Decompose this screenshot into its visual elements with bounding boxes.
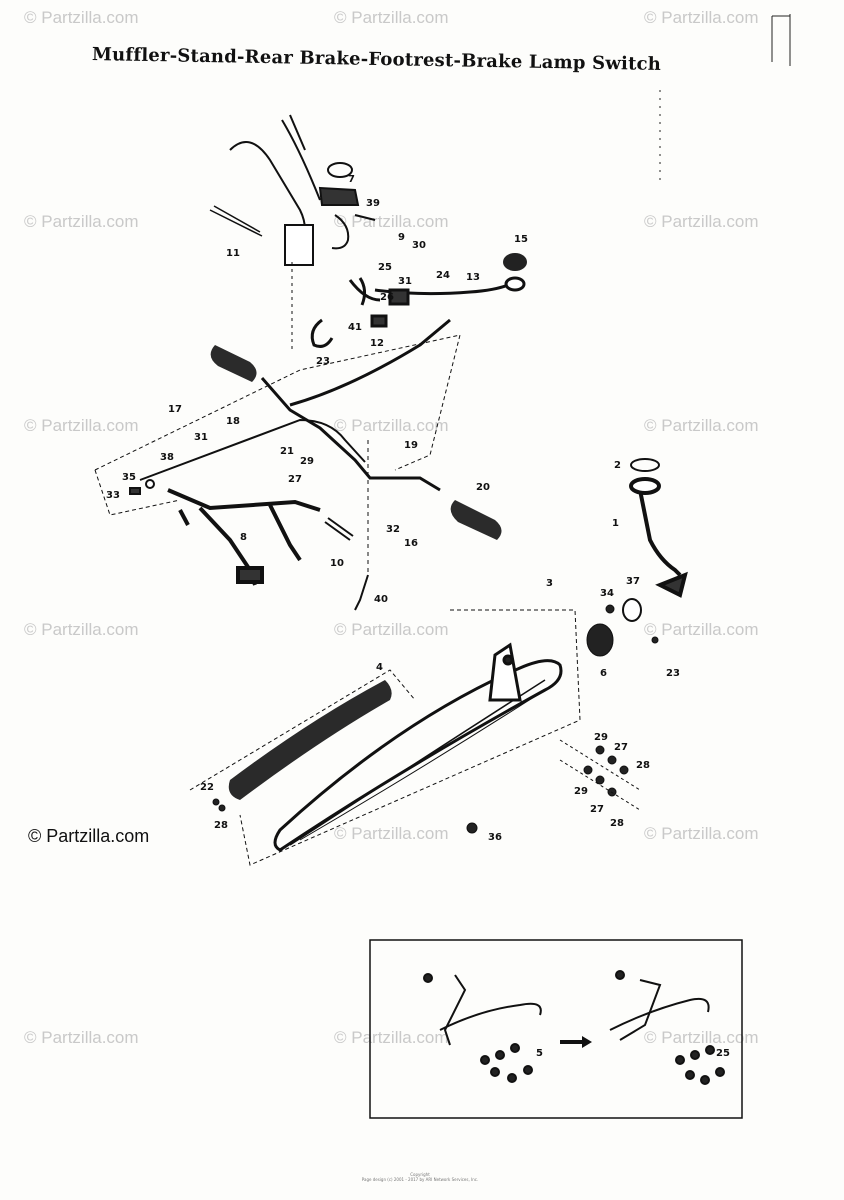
footrest-rubber-right [450, 500, 502, 540]
callout-label: 27 [590, 804, 604, 815]
callout-label: 29 [574, 786, 588, 797]
callout-label: 25 [716, 1048, 730, 1059]
callout-labels: 15 7 39 11 9 30 25 24 31 13 26 41 12 23 … [106, 174, 730, 1059]
stand-spring [324, 517, 354, 541]
brake-rod-outline [94, 334, 461, 516]
callout-label: 33 [106, 490, 120, 501]
brake-lamp-switch [318, 162, 376, 250]
muffler-pipe-outline [189, 669, 416, 791]
callout-label: 27 [288, 474, 302, 485]
callout-label: 26 [380, 292, 394, 303]
callout-label: 12 [370, 338, 384, 349]
watermark: © Partzilla.com [644, 1028, 759, 1047]
hooks [310, 277, 388, 348]
inset-left-assembly [423, 973, 542, 1083]
callout-label: 7 [348, 174, 355, 185]
pedal-rubber [503, 253, 527, 271]
main-stand [167, 488, 321, 586]
callout-label: 29 [300, 456, 314, 467]
watermark: © Partzilla.com [334, 1028, 449, 1047]
watermark: © Partzilla.com [24, 212, 139, 231]
callout-label: 35 [122, 472, 136, 483]
callout-label: 2 [614, 460, 621, 471]
brake-rod [129, 418, 366, 495]
brake-pedal [348, 276, 526, 306]
callout-label: 40 [374, 594, 388, 605]
callout-label: 3 [546, 578, 553, 589]
callout-label: 6 [600, 668, 607, 679]
watermark: © Partzilla.com [24, 8, 139, 27]
frame-bracket [229, 114, 321, 350]
callout-label: 5 [536, 1048, 543, 1059]
kick-pedal [629, 477, 688, 598]
callout-label: 28 [610, 818, 624, 829]
callout-label: 15 [514, 234, 528, 245]
footrest-bar [260, 318, 451, 492]
callout-label: 4 [376, 662, 383, 673]
callout-label: 25 [378, 262, 392, 273]
scan-edge-artifact [659, 14, 791, 180]
muffler [273, 642, 563, 852]
footer-line: Page design (c) 2001 - 2017 by ARI Netwo… [361, 1177, 479, 1182]
callout-label: 20 [476, 482, 490, 493]
muffler-hardware [212, 598, 659, 834]
callout-label: 28 [636, 760, 650, 771]
callout-label: 22 [200, 782, 214, 793]
watermark: © Partzilla.com [644, 824, 759, 843]
callout-label: 24 [436, 270, 450, 281]
callout-label: 8 [240, 532, 247, 543]
watermark: © Partzilla.com [644, 620, 759, 639]
inset-box [369, 939, 743, 1119]
watermark: © Partzilla.com [334, 8, 449, 27]
inset-arrow [560, 1036, 592, 1048]
watermark: © Partzilla.com [334, 824, 449, 843]
watermark: © Partzilla.com [334, 620, 449, 639]
callout-label: 13 [466, 272, 480, 283]
callout-label: 31 [398, 276, 412, 287]
callout-label: 27 [614, 742, 628, 753]
callout-label: 38 [160, 452, 174, 463]
copyright-label: © Partzilla.com [28, 826, 150, 846]
callout-label: 19 [404, 440, 418, 451]
watermark: © Partzilla.com [24, 416, 139, 435]
watermark: © Partzilla.com [24, 1028, 139, 1047]
watermark: © Partzilla.com [644, 416, 759, 435]
callout-label: 23 [316, 356, 330, 367]
callout-label: 16 [404, 538, 418, 549]
callout-label: 36 [488, 832, 502, 843]
callout-label: 32 [386, 524, 400, 535]
hardware-leaders [559, 739, 641, 811]
footer-note: Copyright Page design (c) 2001 - 2017 by… [320, 1172, 520, 1182]
watermark: © Partzilla.com [644, 212, 759, 231]
footer-line: Copyright [410, 1172, 430, 1177]
callout-label: 28 [214, 820, 228, 831]
spacer-2 [630, 458, 660, 472]
callout-label: 17 [168, 404, 182, 415]
watermark: © Partzilla.com [24, 620, 139, 639]
callout-label: 23 [666, 668, 680, 679]
callout-label: 37 [626, 576, 640, 587]
callout-label: 21 [280, 446, 294, 457]
return-spring [209, 205, 263, 237]
callout-label: 34 [600, 588, 614, 599]
muffler-pipe [228, 680, 392, 800]
cable-40 [354, 440, 369, 611]
footrest-rubber-left [210, 345, 257, 382]
watermark: © Partzilla.com [644, 8, 759, 27]
muffler-outline [239, 609, 581, 866]
callout-label: 29 [594, 732, 608, 743]
inset-right-assembly [609, 970, 725, 1085]
callout-label: 41 [348, 322, 362, 333]
watermark: © Partzilla.com [334, 416, 449, 435]
callout-label: 39 [366, 198, 380, 209]
callout-label: 18 [226, 416, 240, 427]
callout-label: 11 [226, 248, 240, 259]
callout-label: 9 [398, 232, 405, 243]
callout-label: 1 [612, 518, 619, 529]
callout-label: 10 [330, 558, 344, 569]
callout-label: 31 [194, 432, 208, 443]
callout-label: 30 [412, 240, 426, 251]
